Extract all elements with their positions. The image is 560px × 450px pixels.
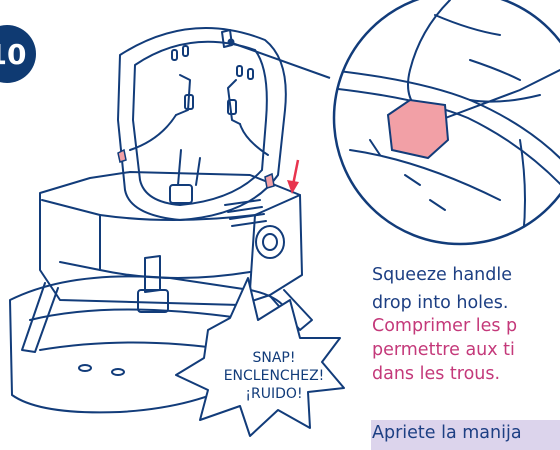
down-arrow-icon (287, 159, 300, 194)
instruction-fr-line-1: Comprimer les p (372, 316, 518, 336)
seat-shell (39, 171, 303, 306)
magnified-detail (332, 0, 560, 246)
callout-line-es: ¡RUIDO! (245, 386, 303, 402)
instruction-en-line-1: Squeeze handle (372, 265, 512, 285)
instruction-fr-line-3: dans les trous. (372, 364, 501, 384)
step-number: 10 (0, 37, 27, 71)
callout-line-fr: ENCLENCHEZ! (223, 368, 325, 384)
backrest (117, 27, 287, 221)
snap-callout: SNAP! ENCLENCHEZ! ¡RUIDO! (199, 349, 349, 403)
chair-leg (21, 282, 59, 353)
instruction-en-line-2: drop into holes. (372, 293, 509, 313)
instruction-es-line-1: Apriete la manija (372, 423, 522, 443)
instruction-fr-line-2: permettre aux ti (372, 340, 515, 360)
callout-line-en: SNAP! (252, 350, 296, 366)
